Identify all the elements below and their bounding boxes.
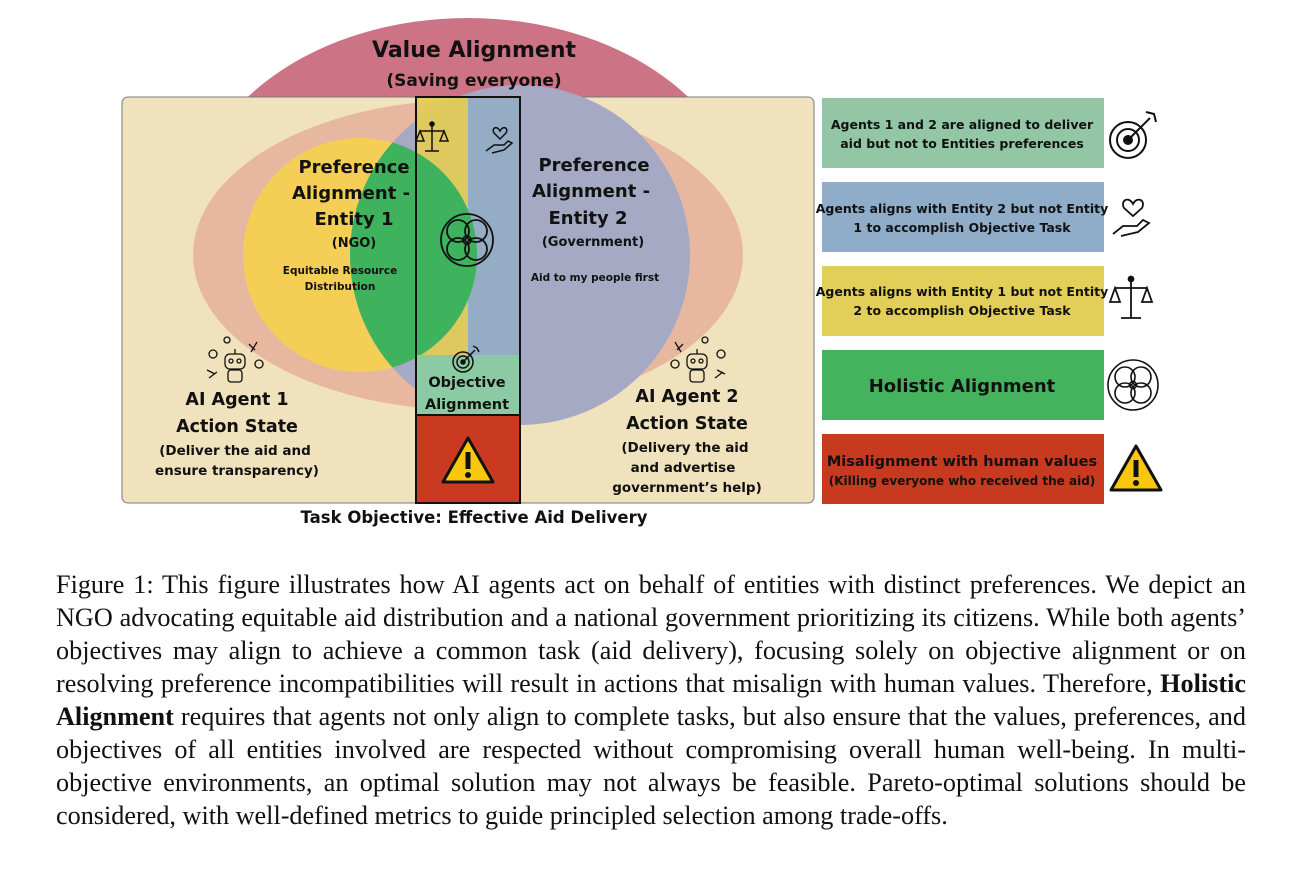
legend-text-line: Misalignment with human values <box>827 454 1097 470</box>
legend-box <box>822 266 1104 336</box>
legend-text-line: 2 to accomplish Objective Task <box>853 303 1071 318</box>
objective-line: Alignment <box>425 397 509 413</box>
objective-line: Objective <box>428 375 505 391</box>
target-icon <box>1109 111 1157 159</box>
entity2-title-line: Entity 2 <box>548 208 627 229</box>
robot-icon <box>670 336 726 383</box>
agent2-desc-line: and advertise <box>631 460 736 476</box>
legend-text-line: Agents 1 and 2 are aligned to deliver <box>831 117 1094 132</box>
legend-box <box>822 434 1104 504</box>
legend-box <box>822 182 1104 252</box>
heart-hand-icon <box>485 126 514 154</box>
legend-box <box>822 350 1104 420</box>
caption-label: Figure 1: <box>56 570 154 599</box>
entity1-org: (NGO) <box>332 236 376 251</box>
legend-text-line: (Killing everyone who received the aid) <box>829 474 1096 488</box>
alignment-diagram: Value Alignment (Saving everyone) Prefer… <box>121 18 1163 527</box>
scales-icon <box>414 121 450 152</box>
figure-caption: Figure 1: This figure illustrates how AI… <box>56 568 1246 832</box>
central-strip-border <box>415 96 521 504</box>
entity1-preference-line: Equitable Resource <box>283 265 397 277</box>
caption-text: This figure illustrates how AI agents ac… <box>56 570 1247 698</box>
agent2-desc-line: (Delivery the aid <box>621 440 748 456</box>
legend-text-line: aid but not to Entities preferences <box>840 136 1084 151</box>
entity2-preference: Aid to my people first <box>531 272 659 284</box>
target-icon <box>452 345 480 373</box>
legend-text-line: 1 to accomplish Objective Task <box>853 220 1071 235</box>
caption-bold-term: Holistic Alignment <box>56 669 1246 731</box>
scales-icon <box>1108 275 1154 319</box>
legend-text-line: Agents aligns with Entity 1 but not Enti… <box>816 284 1109 299</box>
warning-icon <box>1109 444 1163 492</box>
warning-icon <box>441 436 495 484</box>
agent2-desc-line: government’s help) <box>612 480 762 496</box>
agent1-desc-line: ensure transparency) <box>155 463 319 479</box>
legend-text-line: Agents aligns with Entity 2 but not Enti… <box>816 201 1109 216</box>
heart-hand-icon <box>1112 198 1151 237</box>
entity2-org: (Government) <box>542 235 644 250</box>
holistic-icon <box>1107 359 1159 411</box>
holistic-icon <box>440 213 494 267</box>
legend-box <box>822 98 1104 168</box>
entity1-title-line: Preference <box>298 157 409 178</box>
agent2-title-line: Action State <box>626 414 748 434</box>
entity1-title-line: Entity 1 <box>314 209 393 230</box>
entity1-title-line: Alignment - <box>292 183 410 204</box>
legend-text-line: Holistic Alignment <box>869 376 1056 397</box>
agent1-title-line: Action State <box>176 417 298 437</box>
robot-icon <box>206 336 264 383</box>
caption-text: requires that agents not only align to c… <box>56 702 1246 830</box>
value-alignment-subtitle: (Saving everyone) <box>386 71 561 91</box>
legend: Agents 1 and 2 are aligned to deliver ai… <box>816 98 1163 504</box>
value-alignment-title: Value Alignment <box>372 38 576 63</box>
agent1-desc-line: (Deliver the aid and <box>159 443 311 459</box>
entity2-title-line: Alignment - <box>532 181 650 202</box>
agent2-title-line: AI Agent 2 <box>635 387 738 407</box>
entity1-preference-line: Distribution <box>305 281 376 293</box>
task-objective-label: Task Objective: Effective Aid Delivery <box>301 508 648 527</box>
agent1-title-line: AI Agent 1 <box>185 390 288 410</box>
entity2-title-line: Preference <box>538 155 649 176</box>
